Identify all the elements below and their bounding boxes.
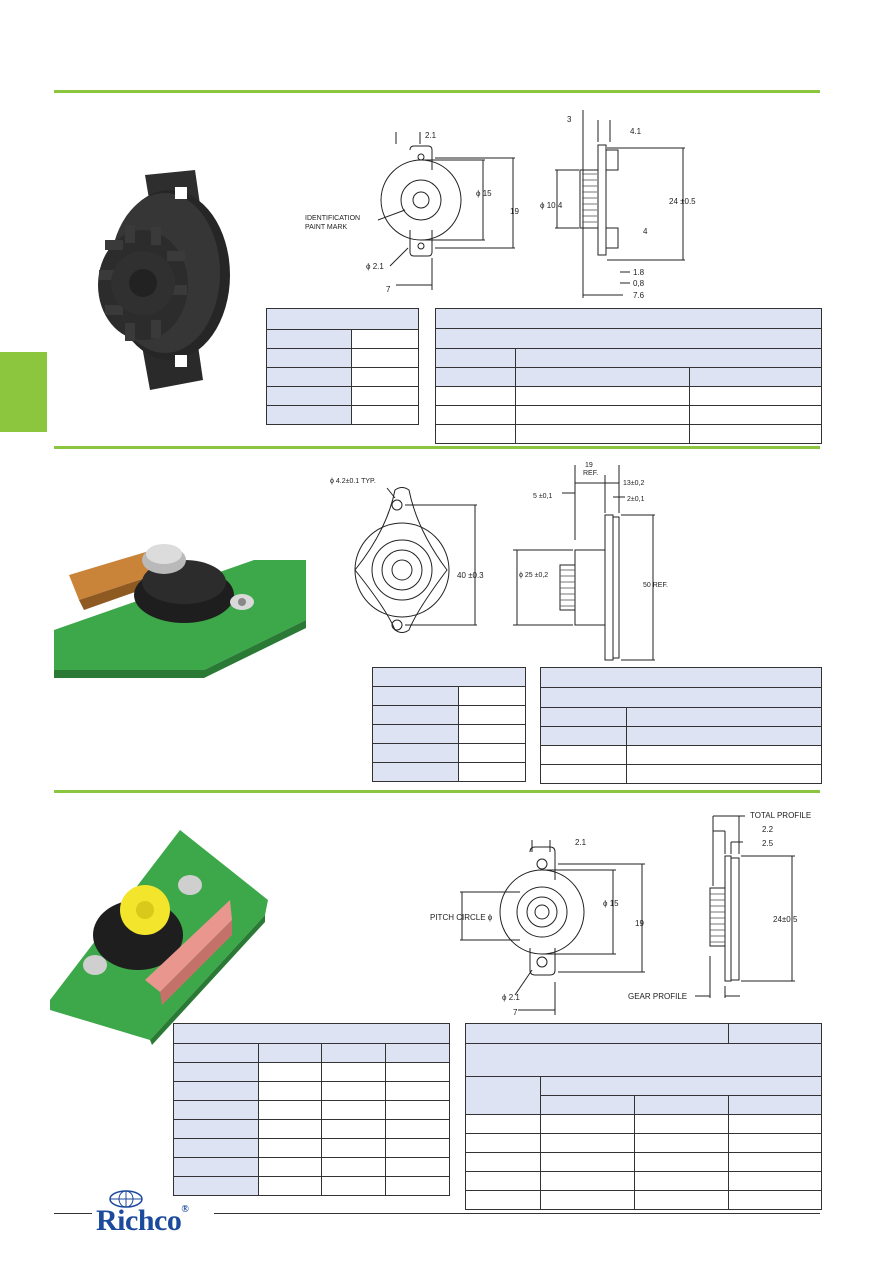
dim-1-f: 7.6 xyxy=(633,291,645,300)
footer-line-right xyxy=(214,1213,820,1214)
dim-1-dia: ϕ 15 xyxy=(476,189,492,198)
dim-1-h: 19 xyxy=(510,207,519,216)
dim-3-side-h: 24±0,5 xyxy=(773,915,798,924)
dim-1-w: 7 xyxy=(386,285,391,294)
front-drawing-3: 2.1 ϕ 15 19 PITCH CIRCLE ϕ ϕ 2.1 7 xyxy=(430,838,645,1017)
globe-icon xyxy=(109,1190,143,1208)
note-1b: PAINT MARK xyxy=(305,224,347,231)
note-1a: IDENTIFICATION xyxy=(305,215,360,222)
gear-profile: GEAR PROFILE xyxy=(628,992,687,1001)
dim-1-a: 3 xyxy=(567,115,572,124)
dim-1-d: 1.8 xyxy=(633,268,645,277)
brand-reg: ® xyxy=(181,1204,189,1215)
dim-3-side-a: 2.2 xyxy=(762,825,774,834)
dim-1-e: 0,8 xyxy=(633,279,645,288)
dim-2-h: 40 ±0.3 xyxy=(457,571,484,580)
side-tab xyxy=(0,352,47,432)
section-1-rule xyxy=(54,90,820,93)
dim-2-b: 5 ±0,1 xyxy=(533,493,553,500)
product-image-2 xyxy=(54,544,306,678)
brand-logo: Richco® xyxy=(96,1204,189,1238)
dim-2-c: 2±0,1 xyxy=(627,496,645,503)
dim-3-hole: ϕ 2.1 xyxy=(502,993,520,1002)
total-profile: TOTAL PROFILE xyxy=(750,811,811,820)
spec-table-3a xyxy=(173,1023,450,1196)
spec-table-1a xyxy=(266,308,419,425)
dim-1a: 2.1 xyxy=(425,131,437,140)
dim-2-top1: 19 xyxy=(585,462,593,469)
product-image-1 xyxy=(98,170,230,390)
dim-3-h: 19 xyxy=(635,919,644,928)
front-drawing-1: 2.1 ϕ 15 19 IDENTIFICATION PAINT MARK ϕ … xyxy=(305,131,519,294)
spec-table-2b xyxy=(540,667,822,784)
dim-3-w: 7 xyxy=(513,1008,518,1017)
brand-name: Richco xyxy=(96,1204,182,1237)
dim-2-a: 13±0,2 xyxy=(623,480,644,487)
spec-table-3b xyxy=(464,1023,823,1210)
side-drawing-3: TOTAL PROFILE 2.2 2.5 24±0,5 GEAR PROFIL… xyxy=(628,811,811,1001)
dim-1-b: 4.1 xyxy=(630,127,642,136)
product-image-3 xyxy=(50,830,268,1045)
spec-table-2a xyxy=(372,667,526,782)
dim-3-a: 2.1 xyxy=(575,838,587,847)
dim-1-side-dia: ϕ 10,4 xyxy=(540,201,563,210)
spec-table-1b xyxy=(434,308,823,444)
dim-2-dia: ϕ 25 ±0,2 xyxy=(519,572,548,579)
pitch-circle: PITCH CIRCLE ϕ xyxy=(430,913,493,922)
front-drawing-2: ϕ 4.2±0.1 TYP. 40 ±0.3 xyxy=(330,478,484,633)
side-drawing-2: 19 REF. 13±0,2 5 ±0,1 2±0,1 ϕ 25 ±0,2 50… xyxy=(513,462,668,661)
footer-line-left xyxy=(54,1213,92,1214)
section-2-rule xyxy=(54,446,820,449)
dim-2-h: 50 REF. xyxy=(643,582,668,589)
dim-1-side-h: 24 ±0.5 xyxy=(669,197,696,206)
dim-2-top2: REF. xyxy=(583,470,598,477)
dim-3-dia: ϕ 15 xyxy=(603,899,619,908)
dim-1-hole: ϕ 2.1 xyxy=(366,262,384,271)
dim-3-side-b: 2.5 xyxy=(762,839,774,848)
dim-2-hole: ϕ 4.2±0.1 TYP. xyxy=(330,478,376,485)
section-3-rule xyxy=(54,790,820,793)
dim-1-c: 4 xyxy=(643,227,648,236)
side-drawing-1: 3 4.1 ϕ 10,4 24 ±0.5 4 1.8 0,8 7.6 xyxy=(540,110,696,300)
